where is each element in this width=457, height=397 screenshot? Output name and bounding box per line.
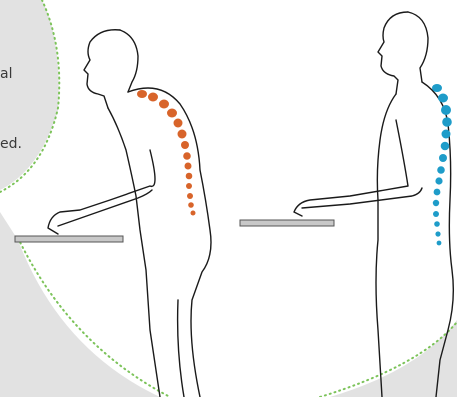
desk-right (240, 220, 334, 226)
text-fragment-2: ed. (0, 136, 22, 153)
text-fragment-1: al (0, 66, 12, 83)
desk-left (15, 236, 123, 242)
